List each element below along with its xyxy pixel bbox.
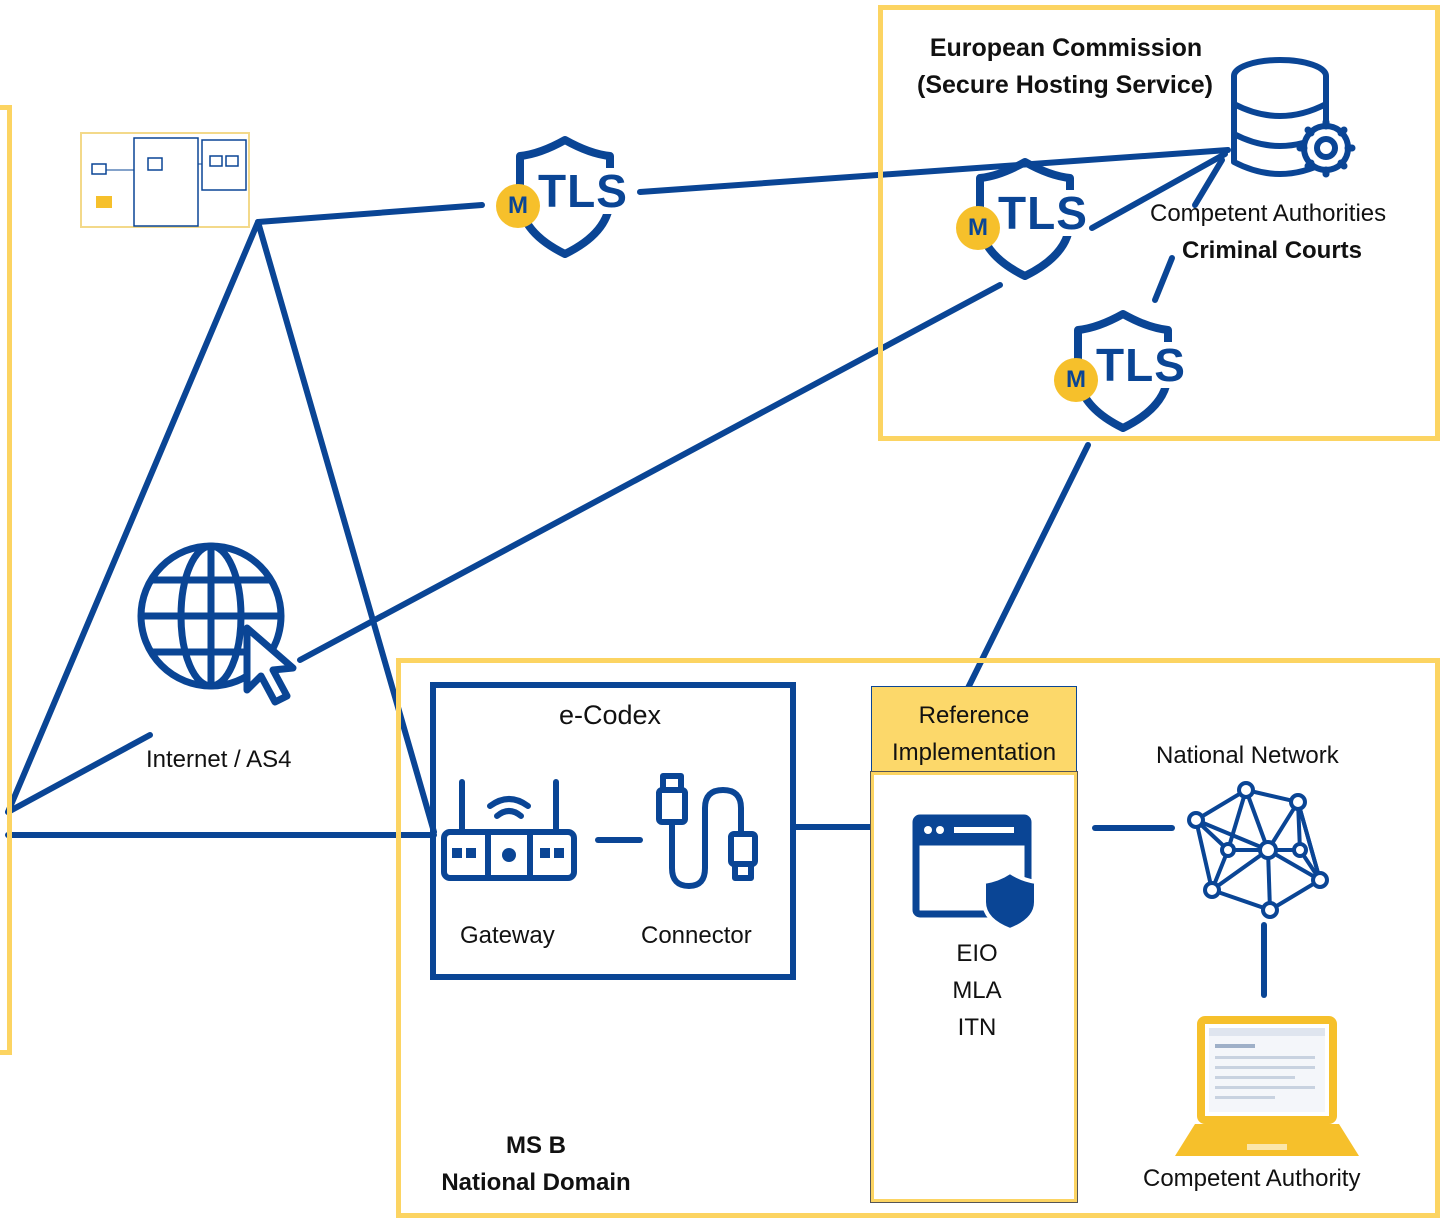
mtls-badge-1: TLS M bbox=[496, 136, 638, 258]
mtls-badge-2: TLS M bbox=[956, 158, 1098, 280]
database-gear-icon bbox=[1231, 57, 1356, 178]
domain-line1: MS B bbox=[506, 1132, 566, 1159]
reference-body bbox=[870, 771, 1078, 1203]
national-network-label: National Network bbox=[1156, 742, 1339, 769]
browser-shield-icon bbox=[912, 814, 1038, 933]
reference-line1: Reference bbox=[918, 702, 1030, 729]
ecodex-title: e-Codex bbox=[558, 700, 662, 730]
line-shield1-to-db bbox=[637, 147, 1231, 195]
line-left-to-globe bbox=[5, 732, 153, 815]
m-badge: M bbox=[1054, 358, 1098, 402]
line-apex-to-gateway bbox=[255, 219, 437, 835]
mtls-badge-3: TLS M bbox=[1054, 310, 1196, 432]
line-shield2-to-db bbox=[1089, 151, 1228, 231]
european-commission-box bbox=[878, 5, 1440, 441]
national-domain-box bbox=[396, 658, 1440, 1218]
line-globe-to-shield2 bbox=[297, 282, 1003, 663]
thumbnail-icon bbox=[80, 132, 250, 228]
line-apex-to-left bbox=[5, 219, 261, 815]
reference-item-mla: MLA bbox=[952, 977, 1002, 1004]
internet-as4-label: Internet / AS4 bbox=[146, 746, 292, 773]
line-apex-to-shield1 bbox=[255, 202, 485, 225]
router-icon bbox=[441, 779, 577, 881]
gateway-label: Gateway bbox=[460, 922, 555, 949]
globe-cursor-icon bbox=[137, 542, 297, 706]
left-domain-box bbox=[0, 105, 12, 1055]
ec-title-line1: European Commission bbox=[929, 34, 1203, 62]
competent-authority-label: Competent Authority bbox=[1143, 1165, 1361, 1192]
reference-item-itn: ITN bbox=[957, 1014, 997, 1041]
criminal-courts-label: Criminal Courts bbox=[1182, 237, 1363, 264]
laptop-icon bbox=[1175, 1016, 1359, 1156]
competent-authorities-label: Competent Authorities bbox=[1150, 200, 1387, 227]
tls-text: TLS bbox=[1096, 339, 1186, 391]
cable-connector-icon bbox=[656, 773, 758, 889]
line-courts-to-shield3 bbox=[1152, 255, 1175, 303]
line-shield3-to-ref bbox=[965, 442, 1091, 691]
reference-item-eio: EIO bbox=[956, 940, 998, 967]
line-db-to-courts bbox=[1192, 157, 1225, 208]
network-mesh-icon bbox=[1187, 781, 1329, 919]
m-badge: M bbox=[956, 206, 1000, 250]
m-badge: M bbox=[496, 184, 540, 228]
ecodex-box bbox=[430, 682, 796, 980]
reference-line2: Implementation bbox=[891, 739, 1057, 766]
domain-line2: National Domain bbox=[441, 1169, 631, 1196]
tls-text: TLS bbox=[998, 187, 1088, 239]
reference-header bbox=[871, 686, 1077, 772]
connector-label: Connector bbox=[641, 922, 752, 949]
tls-text: TLS bbox=[538, 165, 628, 217]
ec-title-line2: (Secure Hosting Service) bbox=[917, 71, 1213, 99]
